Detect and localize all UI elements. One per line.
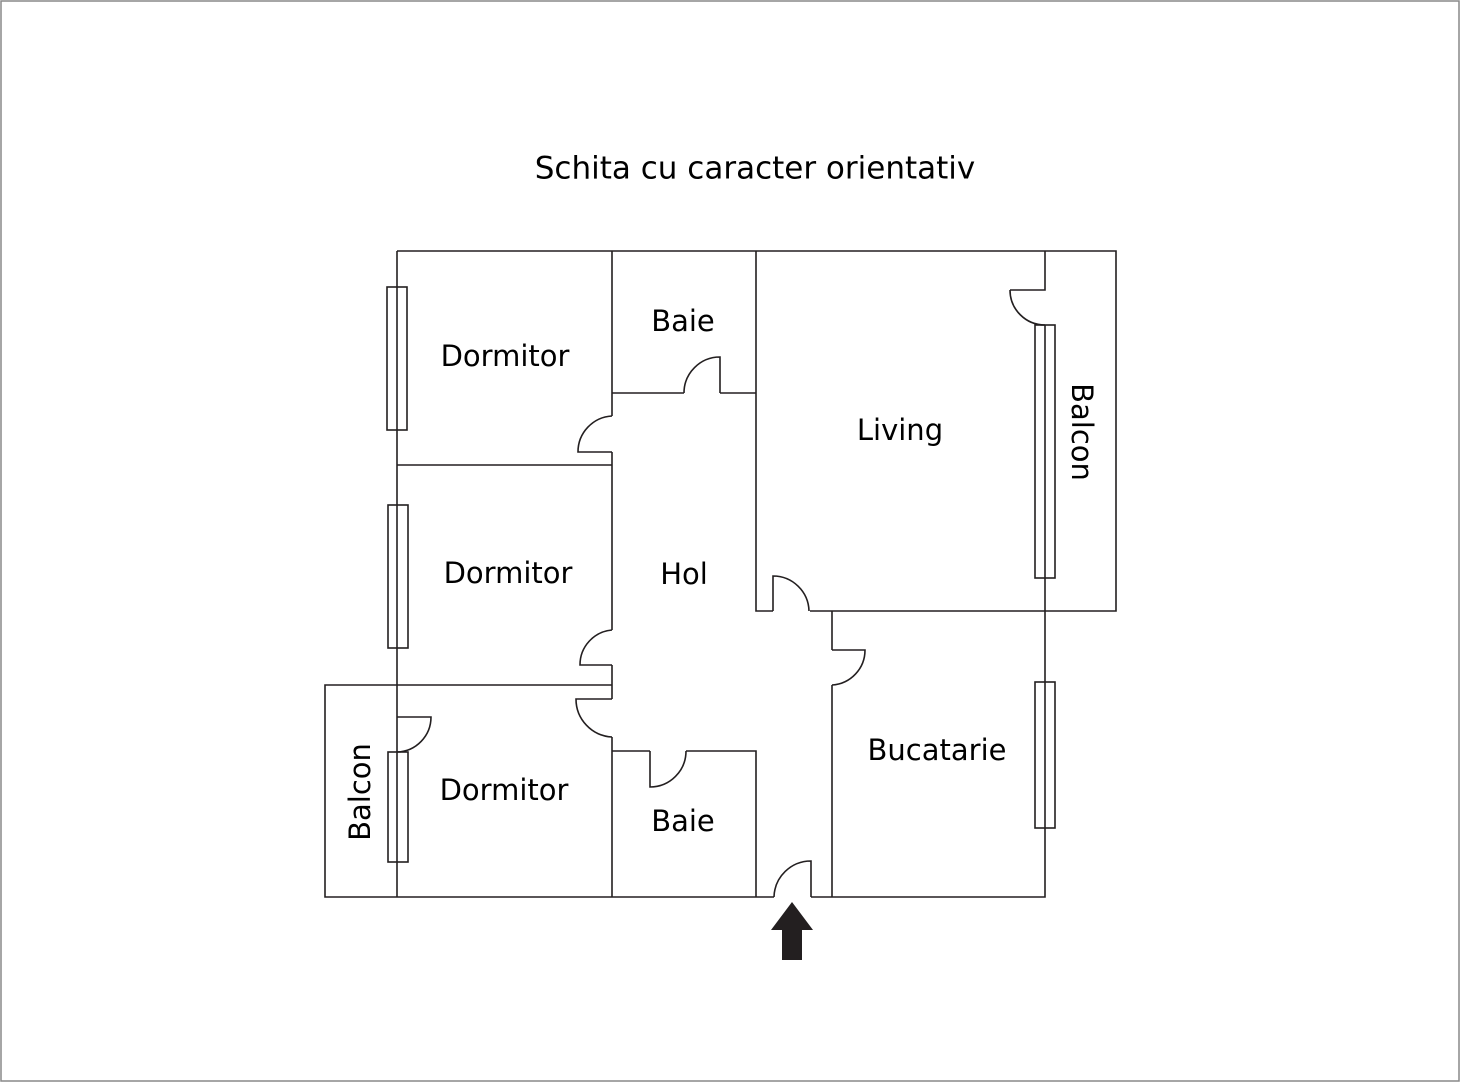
room-label-hol: Hol: [660, 557, 708, 591]
room-label-dormitor-2: Dormitor: [444, 556, 573, 590]
door-dormitor-2: [579, 629, 613, 666]
door-dormitor-1: [577, 415, 613, 453]
walls: [324, 250, 1117, 898]
windows: [386, 286, 1056, 863]
door-living: [772, 575, 810, 612]
plan-title: Schita cu caracter orientativ: [535, 151, 976, 187]
door-entrance: [773, 860, 812, 898]
room-label-dormitor-1: Dormitor: [441, 339, 570, 373]
door-dormitor-3: [575, 698, 613, 738]
door-baie-2: [649, 750, 687, 788]
door-balcon-left: [396, 716, 432, 753]
room-label-baie-2: Baie: [651, 804, 715, 838]
room-label-dormitor-3: Dormitor: [440, 773, 569, 807]
door-baie-1: [683, 356, 721, 394]
room-label-bucatarie: Bucatarie: [868, 733, 1007, 767]
room-label-living: Living: [857, 413, 943, 447]
room-label-balcon-right: Balcon: [1065, 383, 1099, 481]
room-label-balcon-left: Balcon: [343, 743, 377, 841]
entrance-arrow-icon: [771, 902, 813, 960]
door-bucatarie: [831, 649, 866, 686]
door-living-balcony: [1009, 289, 1046, 326]
room-label-baie-1: Baie: [651, 304, 715, 338]
